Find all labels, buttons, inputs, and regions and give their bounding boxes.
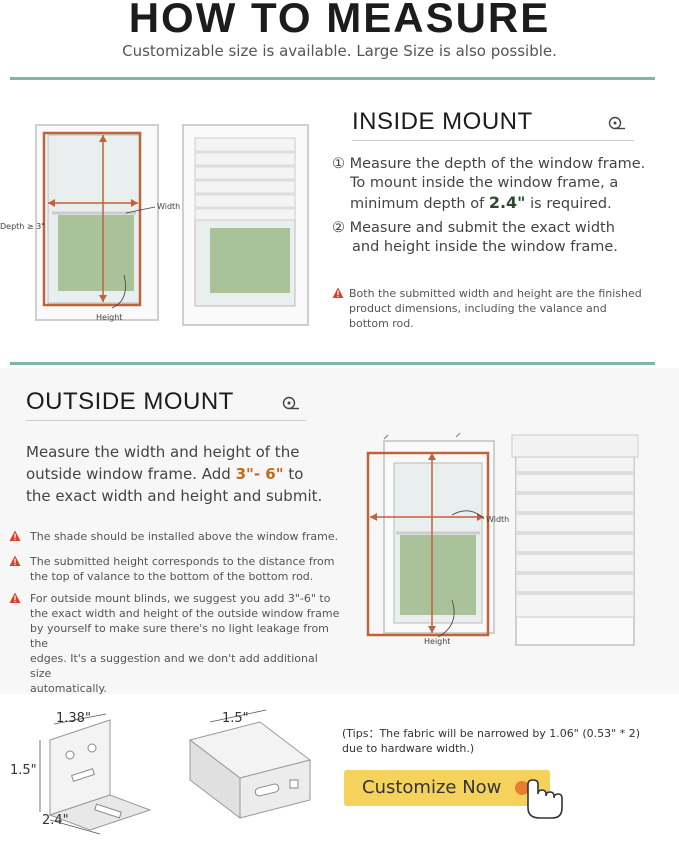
inside-step-1: ① Measure the depth of the window frame.…: [332, 156, 646, 212]
hardware-bracket-illustration: 1.38" 1.5" 2.4" 1.5": [10, 709, 312, 835]
label-width: Width: [157, 202, 180, 211]
outside-mount-title: OUTSIDE MOUNT: [26, 388, 234, 415]
dim-1-5: 1.5": [10, 763, 37, 778]
add-range: 3"- 6": [235, 465, 284, 483]
warning-icon: [9, 530, 21, 541]
warning-icon: [9, 592, 21, 603]
tape-measure-icon: [608, 116, 625, 130]
dim-2-4: 2.4": [42, 813, 69, 828]
inside-mount-title: INSIDE MOUNT: [352, 108, 533, 135]
inside-step-2: ② Measure and submit the exact width and…: [332, 220, 618, 255]
outside-instructions: Measure the width and height of the outs…: [26, 443, 323, 505]
outside-note-3: For outside mount blinds, we suggest you…: [30, 592, 340, 695]
hand-pointer-icon: [515, 779, 563, 819]
customize-now-label: Customize Now: [362, 777, 502, 798]
label-height: Height: [424, 637, 450, 646]
outside-mount-illustration: Width Height: [366, 432, 639, 646]
label-width: Width: [486, 515, 509, 524]
page-title: HOW TO MEASURE: [128, 0, 551, 41]
warning-icon: [332, 287, 344, 298]
inside-title-underline: [352, 140, 634, 141]
outside-note-2: The submitted height corresponds to the …: [30, 555, 335, 583]
label-height: Height: [96, 313, 122, 322]
tape-measure-icon: [282, 396, 299, 410]
outside-title-underline: [26, 420, 306, 421]
divider-middle: [10, 362, 655, 365]
dim-1-5-b: 1.5": [222, 711, 249, 726]
label-depth: Depth ≥ 3": [0, 222, 45, 231]
hardware-tips: (Tips：The fabric will be narrowed by 1.0…: [342, 727, 640, 755]
divider-top: [10, 77, 655, 80]
min-depth-value: 2.4": [488, 193, 526, 212]
inside-note: Both the submitted width and height are …: [349, 287, 642, 330]
page-subtitle: Customizable size is available. Large Si…: [122, 42, 557, 60]
inside-mount-illustration: Depth ≥ 3" Width Height: [0, 124, 309, 326]
dim-1-38: 1.38": [56, 711, 91, 726]
warning-icon: [9, 555, 21, 566]
outside-note-1: The shade should be installed above the …: [30, 530, 339, 543]
